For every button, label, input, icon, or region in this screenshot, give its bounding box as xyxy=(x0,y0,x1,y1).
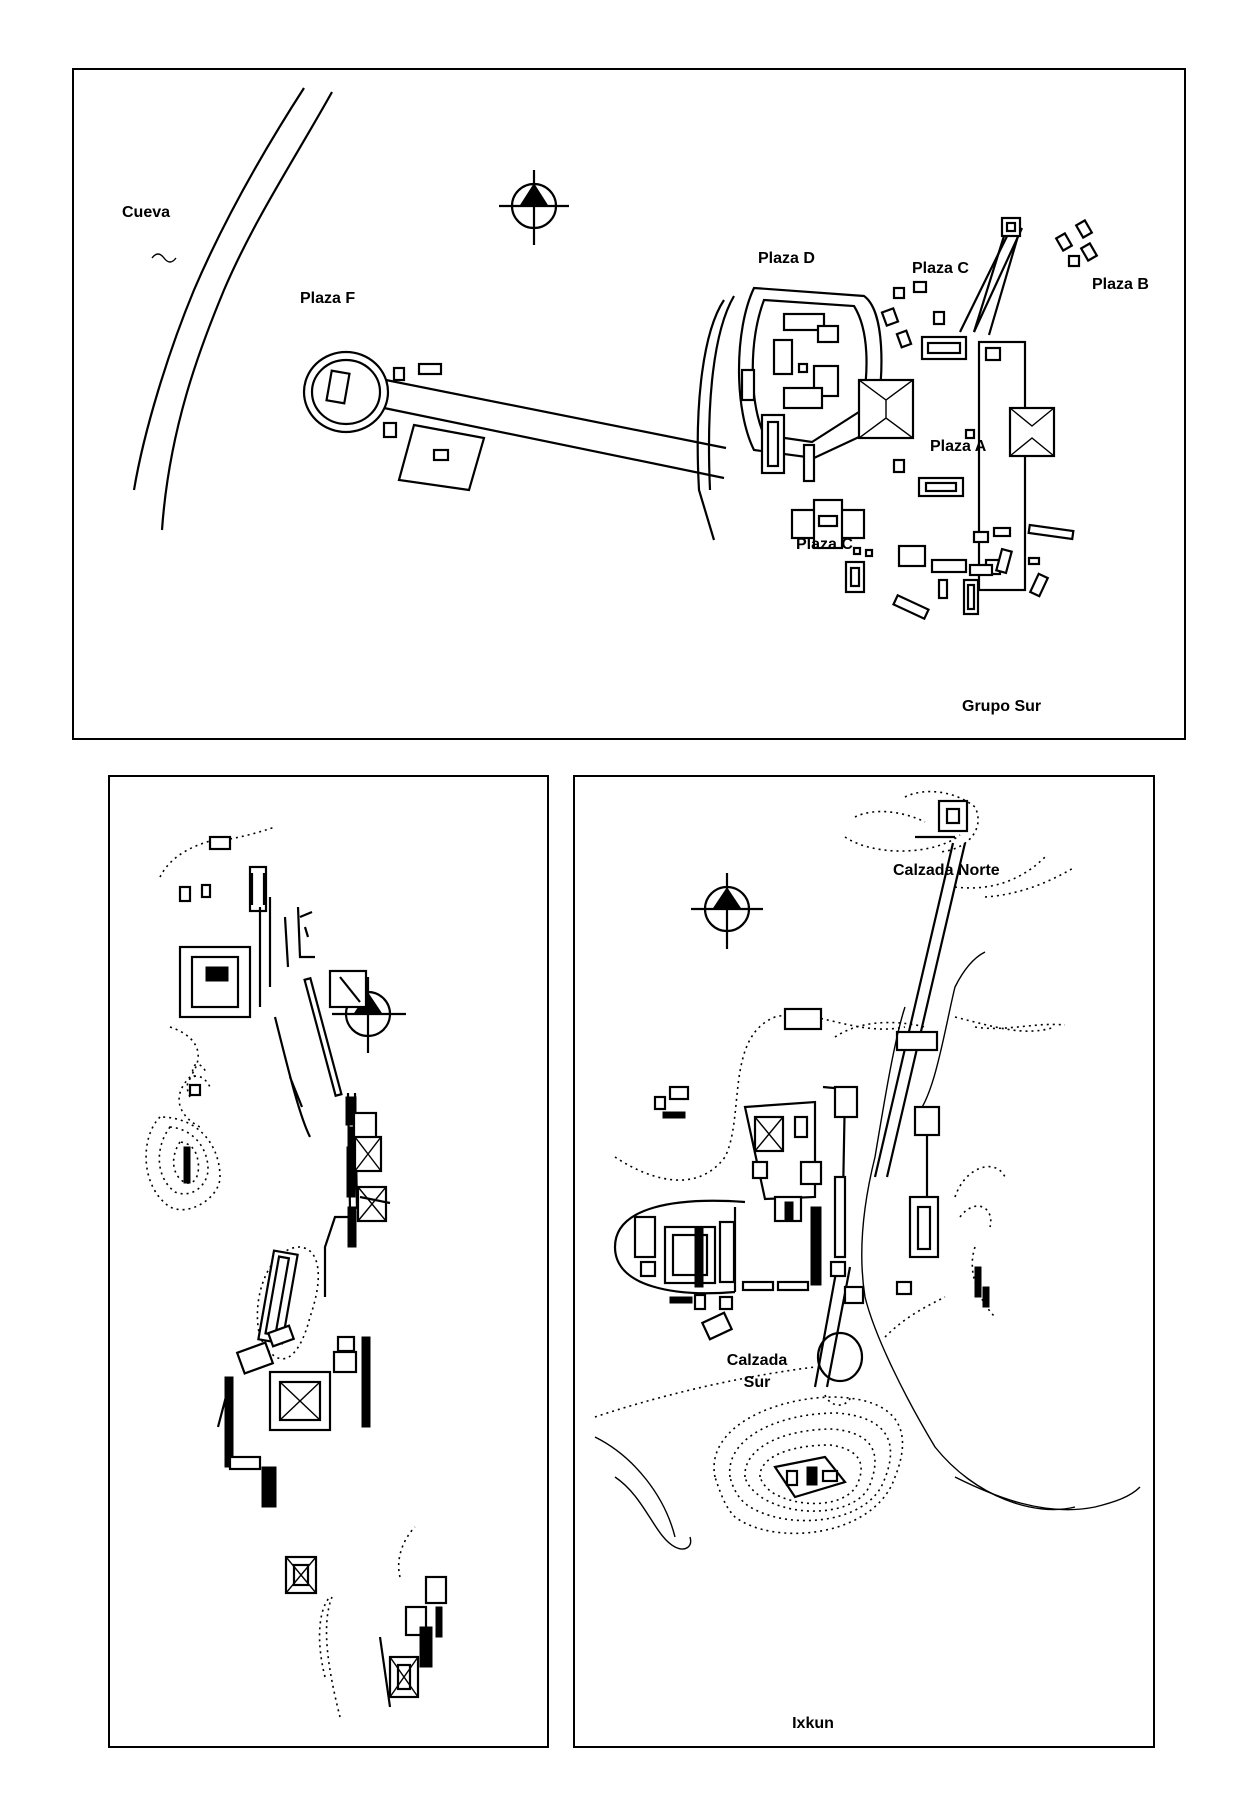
site-map-bottom-right-panel: Calzada Norte Calzada Sur Ixkun xyxy=(573,775,1155,1748)
river-line xyxy=(132,87,305,491)
label-calzada-sur-line2: Sur xyxy=(743,1374,771,1391)
label-calzada-norte: Calzada Norte xyxy=(893,862,1000,879)
label-ixkun: Ixkun xyxy=(792,1715,834,1732)
label-grupo-sur: Grupo Sur xyxy=(962,698,1042,715)
plaza-c-south-group xyxy=(790,498,866,550)
plaza-b-group xyxy=(972,216,1099,336)
label-plaza-d: Plaza D xyxy=(758,250,815,267)
label-plaza-a: Plaza A xyxy=(930,438,987,455)
label-calzada-sur-line1: Calzada xyxy=(726,1352,788,1369)
plaza-f-group xyxy=(302,350,486,492)
plaza-d-group xyxy=(696,286,883,541)
label-plaza-b: Plaza B xyxy=(1092,276,1149,293)
site-map-top-drawing xyxy=(132,87,1099,621)
site-map-bottom-left-drawing xyxy=(145,826,448,1718)
label-plaza-f: Plaza F xyxy=(300,290,356,307)
site-map-bottom-right-drawing xyxy=(594,790,1141,1550)
grupo-sur-group xyxy=(844,523,1075,621)
river-line xyxy=(160,91,333,531)
causeway-line xyxy=(385,378,727,450)
causeway-line xyxy=(383,406,725,480)
cave-symbol xyxy=(151,253,177,263)
site-map-top-panel: Cueva Plaza F Plaza D Plaza C Plaza B Pl… xyxy=(72,68,1186,740)
site-map-bottom-left-panel xyxy=(108,775,549,1748)
plaza-c-north-group xyxy=(880,221,1023,361)
label-cueva: Cueva xyxy=(122,204,171,221)
north-arrow-icon xyxy=(691,873,763,949)
north-arrow-icon xyxy=(499,170,569,245)
label-plaza-c-north: Plaza C xyxy=(912,260,969,277)
label-plaza-c-south: Plaza C xyxy=(796,536,853,553)
